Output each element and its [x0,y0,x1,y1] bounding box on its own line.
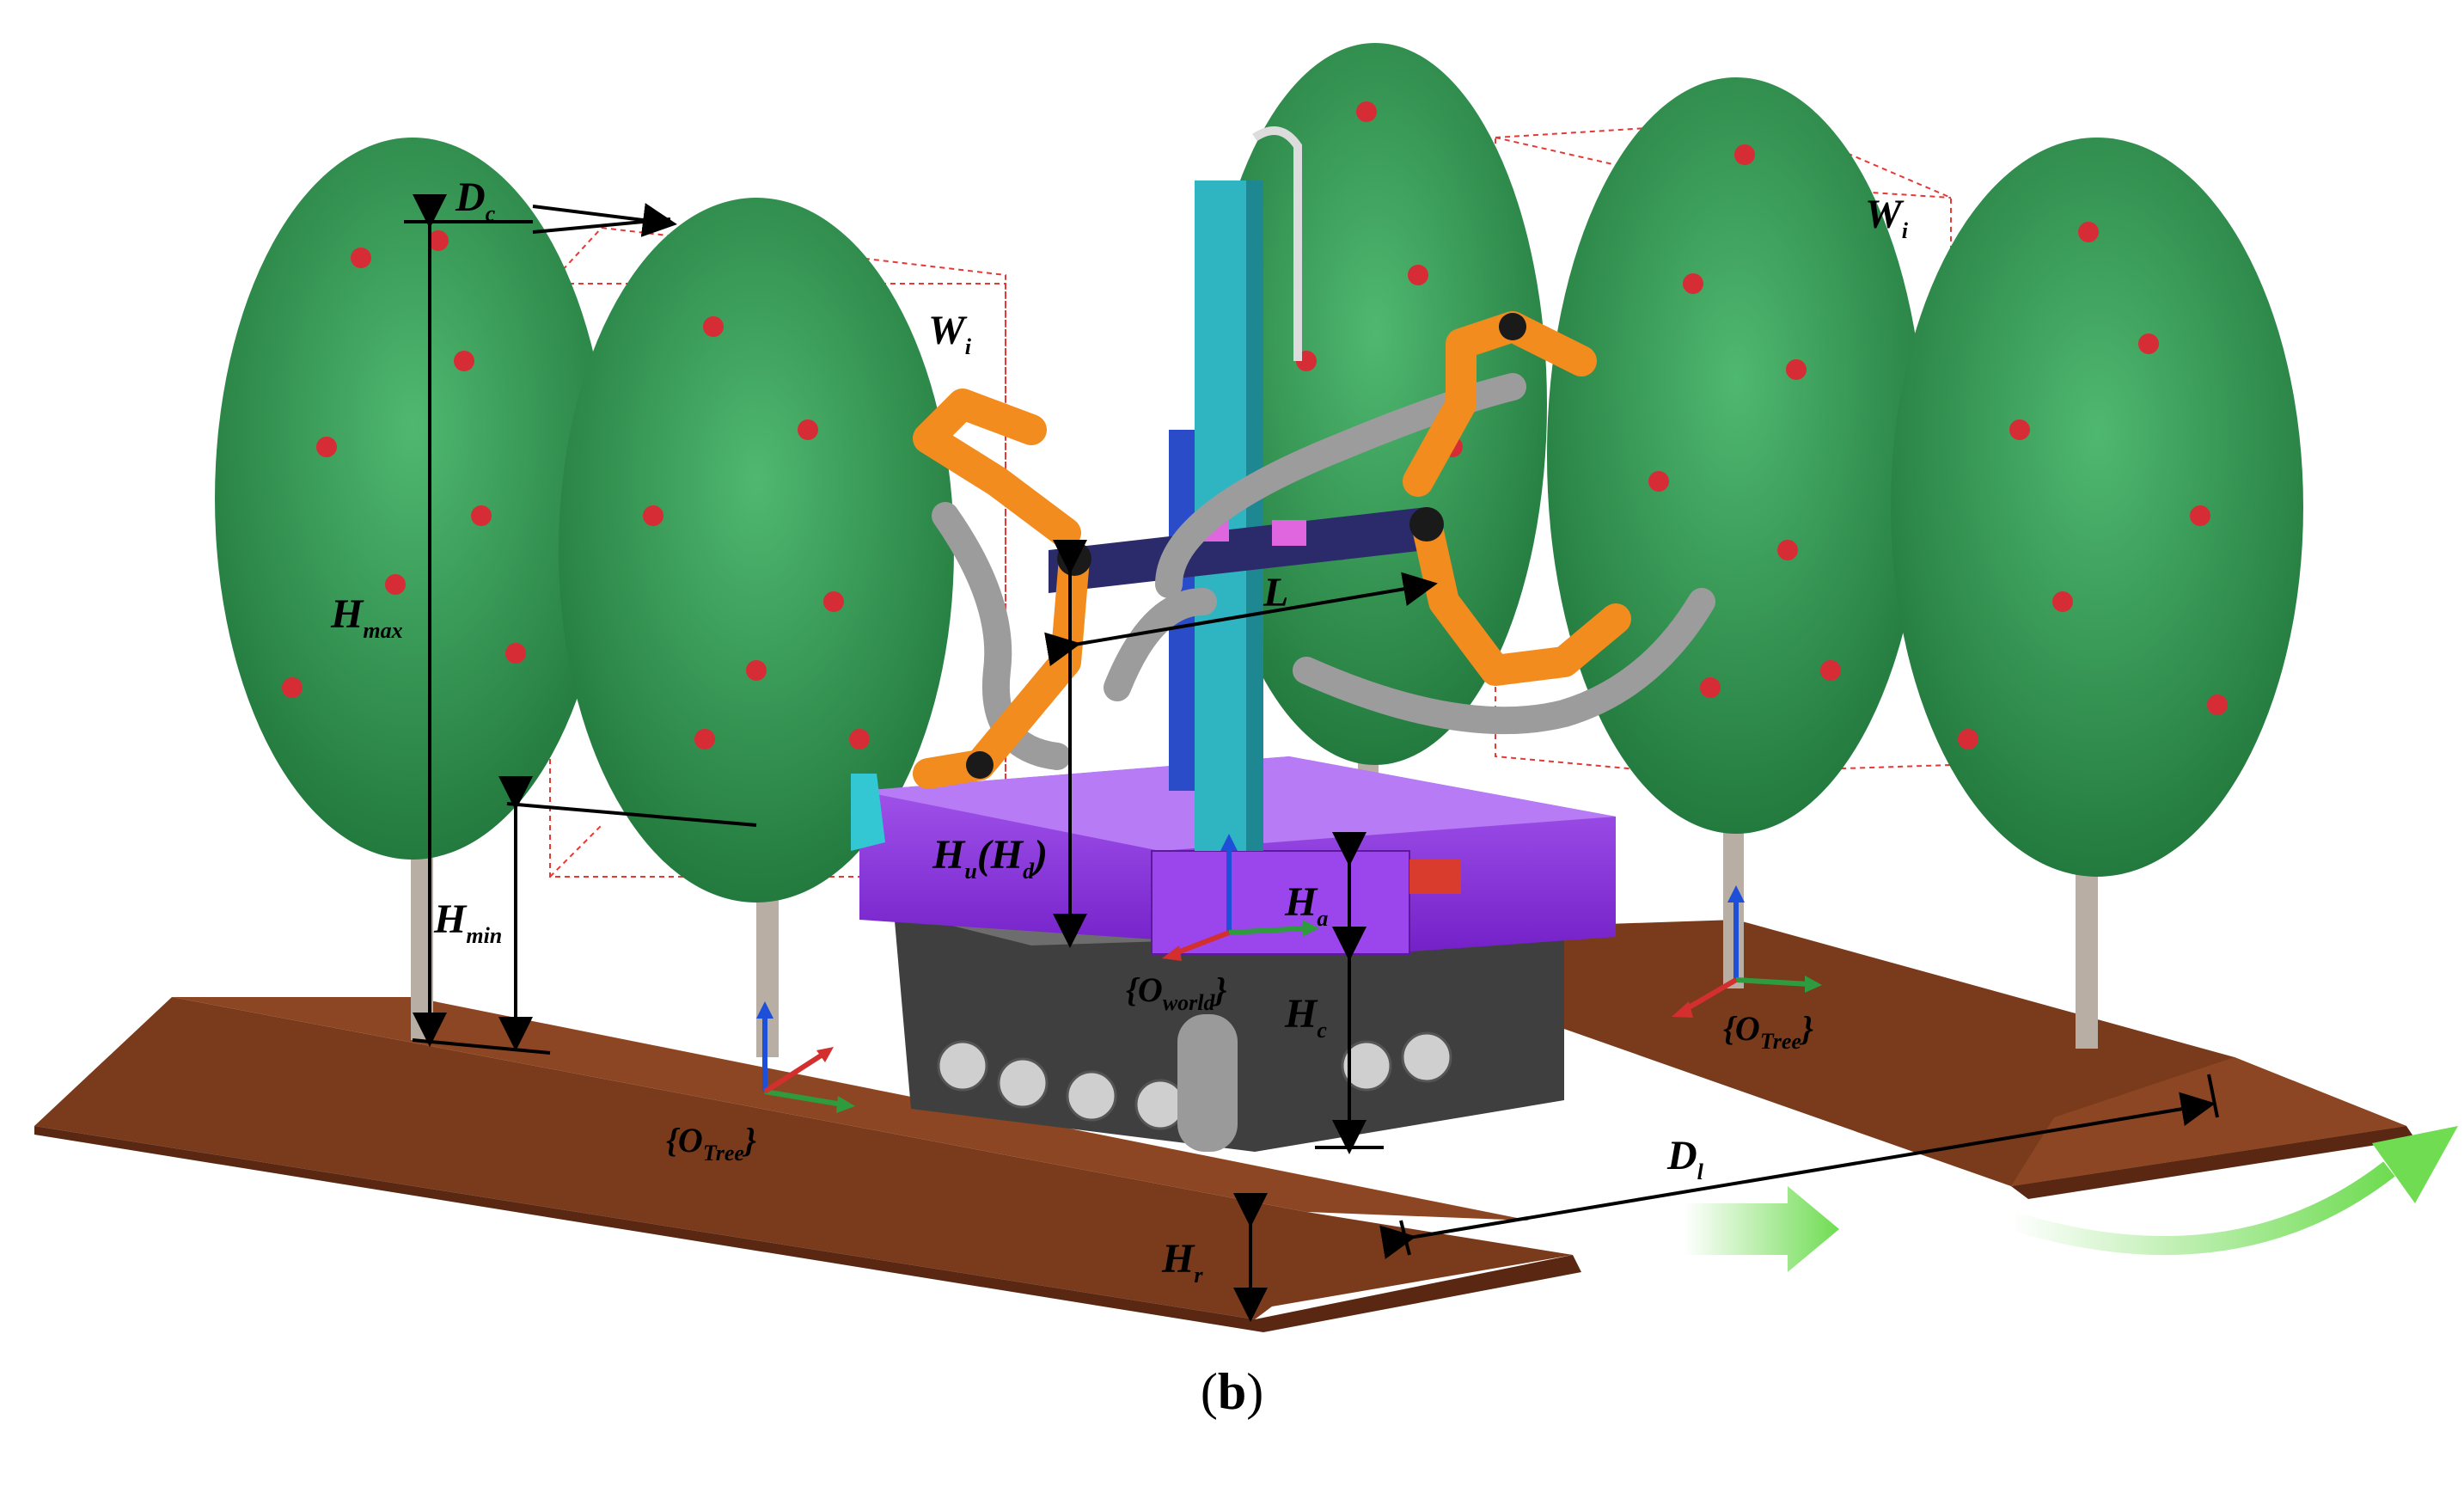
label-h-max: Hmax [330,591,403,643]
label-d-l: Dl [1666,1133,1704,1184]
tree-2 [559,198,954,1057]
tree-5 [1891,138,2303,1049]
label-w-i-left: Wi [928,308,972,359]
figure-caption: (b) [1200,1363,1264,1420]
label-o-tree-right: {OTree} [1723,1009,1813,1054]
label-w-i-right: Wi [1865,192,1909,243]
robot-arm-right [1403,311,1631,686]
label-d-c: Dc [455,174,496,226]
soil-bed-right [1478,920,2415,1199]
label-h-c: Hc [1284,991,1327,1043]
frame-o-world [1162,834,1319,961]
tree-1 [215,138,610,1040]
frame-o-tree-right [1672,885,1822,1018]
label-h-a: Ha [1284,879,1328,931]
label-h-r: Hr [1161,1236,1203,1288]
frame-o-tree-left [756,1001,855,1113]
motion-arrow-straight [1684,1186,1839,1272]
label-l: L [1263,570,1288,615]
label-h-u-h-d: Hu(Hd) [932,832,1048,884]
label-o-world: {Oworld} [1126,970,1227,1015]
label-o-tree-left: {OTree} [666,1121,756,1166]
label-h-min: Hmin [433,896,502,948]
soil-bed-left [34,997,1581,1332]
dimension-lines [404,194,2219,1322]
